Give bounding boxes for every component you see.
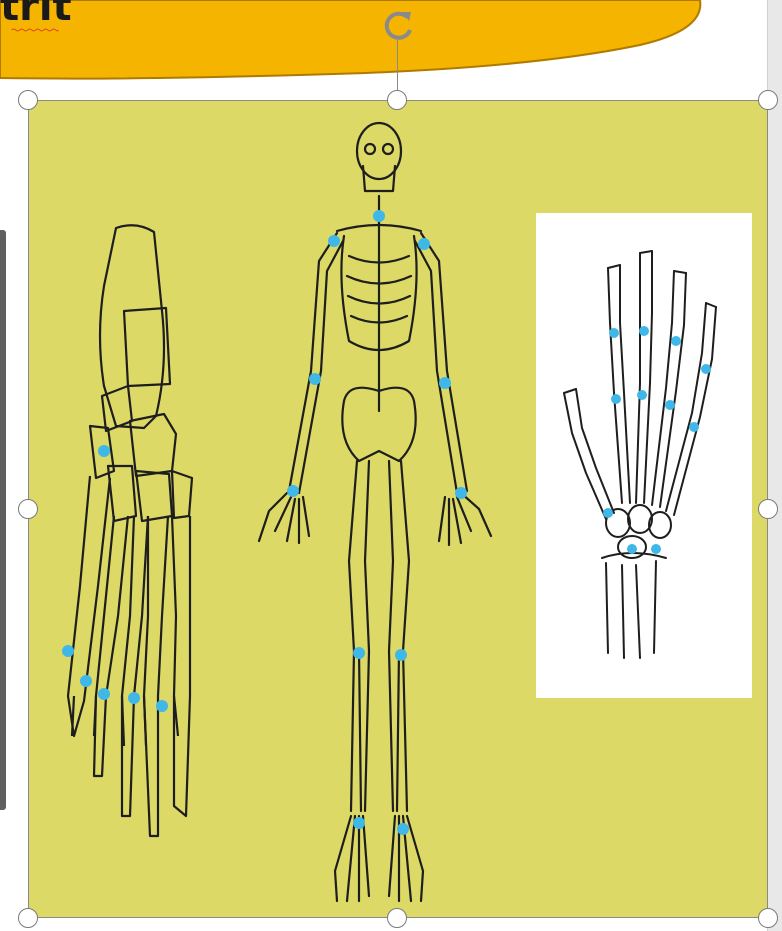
foot-skeleton-figure [44,216,204,856]
resize-handle-middle-left[interactable] [18,499,38,519]
resize-handle-middle-right[interactable] [758,499,778,519]
resize-handle-top-left[interactable] [18,90,38,110]
hand-skeleton-figure [536,213,752,698]
foot-joint-markers [62,445,168,712]
resize-handle-bottom-left[interactable] [18,908,38,928]
selected-picture[interactable] [28,100,768,918]
resize-handle-bottom-right[interactable] [758,908,778,928]
spellcheck-underline [0,28,70,32]
resize-handle-top-middle[interactable] [387,90,407,110]
resize-handle-top-right[interactable] [758,90,778,110]
window-edge [767,0,782,931]
banner-title-text: trit [0,0,72,30]
rotate-icon[interactable] [378,6,418,46]
resize-handle-bottom-middle[interactable] [387,908,407,928]
adjacent-shape-edge [0,230,6,810]
hand-skeleton-panel [536,213,752,698]
full-body-skeleton-figure [239,111,519,911]
